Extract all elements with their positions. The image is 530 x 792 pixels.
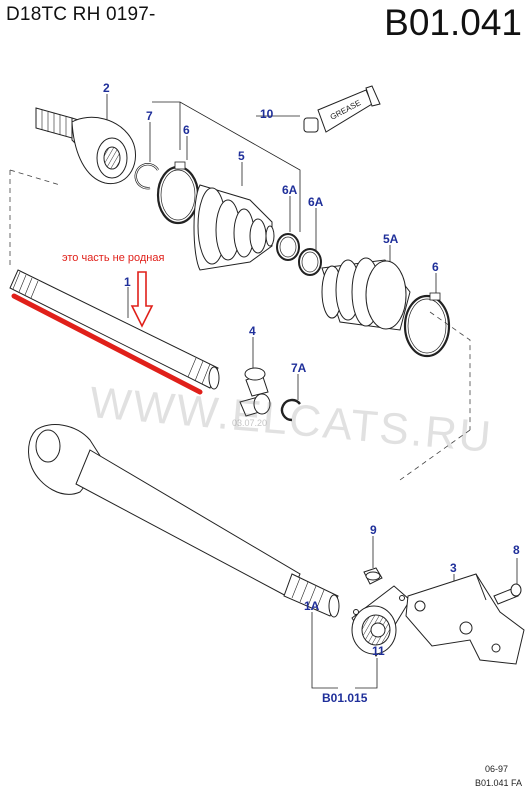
part-8-bolt [493,583,522,605]
part-6-boot-clamp-right [403,292,451,358]
callout-6a-1: 6A [282,183,298,197]
annotation-note: это часть не родная [62,252,165,264]
reference-link[interactable]: B01.015 [322,691,368,705]
callout-1: 1 [124,275,131,289]
footer-date: 06-97 [484,764,508,774]
part-7a-circlip [280,398,301,422]
part-10-grease-tube: GREASE [303,85,381,133]
model-code: D18TC RH 0197- [6,4,156,25]
callout-7a: 7A [291,361,307,375]
callout-3: 3 [450,561,457,575]
callout-6-top: 6 [183,123,190,137]
figure-id: B01.041 [384,2,522,43]
callout-5: 5 [238,149,245,163]
callout-10: 10 [260,107,274,121]
callout-11: 11 [372,644,385,658]
part-11-bearing [351,585,411,657]
part-4-tripod [239,367,271,417]
part-6a-small-clamp-2 [298,248,322,276]
part-1a-driveshaft [28,424,340,618]
footer-code: B01.041 FA [474,778,522,788]
watermark-date: 03.07.20 [232,418,268,428]
callout-9: 9 [370,523,377,537]
part-2-outer-cv-joint [35,107,137,184]
callout-6-right: 6 [432,260,439,274]
callout-5a: 5A [383,232,399,246]
callout-2: 2 [103,81,110,95]
callout-4: 4 [249,324,256,338]
part-6a-small-clamp-1 [276,233,300,261]
group-boundary [9,169,471,481]
part-6-boot-clamp [156,161,200,225]
callout-7: 7 [146,109,153,123]
callout-8: 8 [513,543,520,557]
callout-1a: 1A [304,599,320,613]
part-3-bracket [405,573,525,665]
part-5-outer-boot [193,184,275,271]
annotation-arrow [130,271,154,328]
callout-6a-2: 6A [308,195,324,209]
part-1-shaft [9,269,220,390]
part-5a-inner-boot [321,257,411,331]
part-9-nut [363,567,383,585]
annotation-strike-line [11,293,203,395]
